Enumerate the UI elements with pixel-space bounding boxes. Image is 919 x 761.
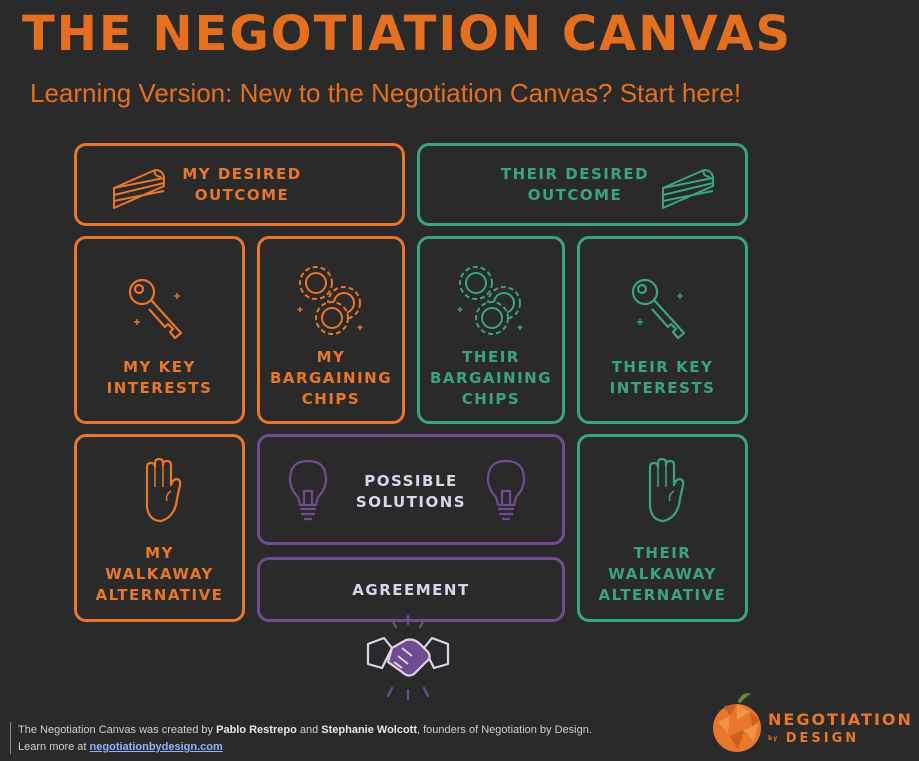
footer-text: The Negotiation Canvas was created by [18, 724, 217, 736]
my-desired-outcome-label: MY DESIRED OUTCOME [182, 165, 302, 204]
key-icon [631, 278, 686, 340]
their-bargaining-chips-label: THEIR BARGAINING CHIPS [429, 348, 553, 408]
key-icon [128, 278, 183, 340]
footer-line-1: The Negotiation Canvas was created by Pa… [18, 722, 592, 739]
footer-text: Learn more at [18, 741, 90, 753]
hand-stop-icon [145, 457, 182, 523]
agreement-label: AGREEMENT [352, 581, 470, 599]
their-bargaining-chips-box: THEIR BARGAINING CHIPS [417, 236, 565, 424]
poker-chips-icon [457, 266, 523, 335]
my-desired-outcome-box: MY DESIRED OUTCOME [74, 143, 405, 226]
possible-solutions-label: POSSIBLE SOLUTIONS [355, 472, 467, 511]
handshake-icon [366, 614, 450, 701]
footer-line-2: Learn more at negotiationbydesign.com [18, 739, 592, 756]
their-walkaway-alternative-label: THEIR WALKAWAY ALTERNATIVE [598, 544, 727, 604]
brand-by: by [768, 735, 779, 742]
lightbulb-icon [486, 459, 526, 521]
footer-author: Pablo Restrepo [216, 724, 297, 736]
pie-slice-icon [113, 169, 165, 209]
their-walkaway-alternative-box: THEIR WALKAWAY ALTERNATIVE [577, 434, 748, 622]
my-bargaining-chips-box: MY BARGAINING CHIPS [257, 236, 405, 424]
footer-credits: The Negotiation Canvas was created by Pa… [18, 722, 592, 756]
poker-chips-icon [297, 266, 363, 335]
agreement-box: AGREEMENT [257, 557, 565, 622]
footer-author: Stephanie Wolcott [321, 724, 418, 736]
my-bargaining-chips-label: MY BARGAINING CHIPS [269, 348, 393, 408]
footer-divider [10, 722, 11, 754]
their-key-interests-box: THEIR KEY INTERESTS [577, 236, 748, 424]
footer-text: , founders of Negotiation by Design. [417, 724, 592, 736]
my-key-interests-box: MY KEY INTERESTS [74, 236, 245, 424]
their-desired-outcome-label: THEIR DESIRED OUTCOME [500, 165, 650, 204]
website-link[interactable]: negotiationbydesign.com [89, 741, 223, 753]
page-subtitle: Learning Version: New to the Negotiation… [30, 78, 742, 108]
my-key-interests-label: MY KEY INTERESTS [106, 358, 213, 397]
footer-text: and [296, 724, 322, 736]
hand-stop-icon [648, 457, 685, 523]
possible-solutions-box: POSSIBLE SOLUTIONS [257, 434, 565, 545]
my-walkaway-alternative-label: MY WALKAWAY ALTERNATIVE [95, 544, 224, 604]
brand-design: DESIGN [785, 731, 860, 746]
orange-fruit-logo-icon [713, 693, 761, 752]
my-walkaway-alternative-box: MY WALKAWAY ALTERNATIVE [74, 434, 245, 622]
lightbulb-icon [288, 459, 328, 521]
their-desired-outcome-box: THEIR DESIRED OUTCOME [417, 143, 748, 226]
page-title: THE NEGOTIATION CANVAS [22, 6, 793, 62]
brand-tagline: by DESIGN [768, 731, 859, 746]
pie-slice-icon [662, 169, 714, 209]
brand-name: NEGOTIATION [768, 710, 913, 729]
their-key-interests-label: THEIR KEY INTERESTS [609, 358, 716, 397]
